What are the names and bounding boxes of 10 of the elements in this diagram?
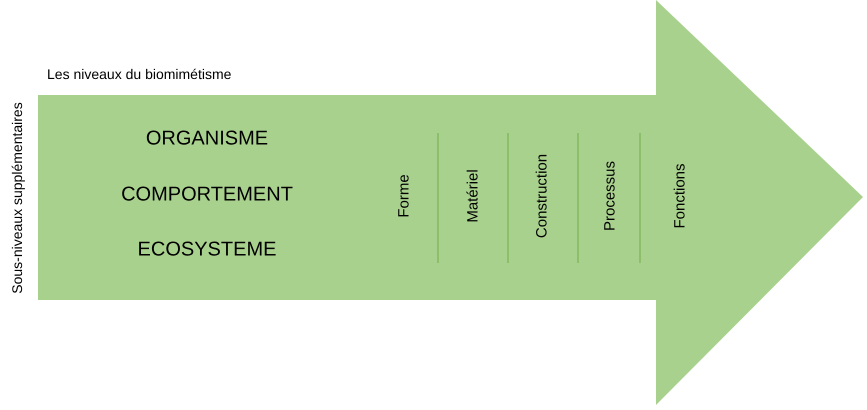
level-label: ECOSYSTEME xyxy=(138,238,276,262)
side-label: Sous-niveaux supplémentaires xyxy=(9,102,25,294)
heading-text: Les niveaux du biomimétisme xyxy=(47,66,232,82)
column-label: Fonctions xyxy=(672,163,688,229)
column-label: Processus xyxy=(602,160,618,232)
column-label: Construction xyxy=(534,154,550,238)
level-label: COMPORTEMENT xyxy=(121,184,293,206)
level-label: ORGANISME xyxy=(146,128,268,150)
column-label: Forme xyxy=(396,174,412,218)
column-label: Matériel xyxy=(464,169,482,223)
